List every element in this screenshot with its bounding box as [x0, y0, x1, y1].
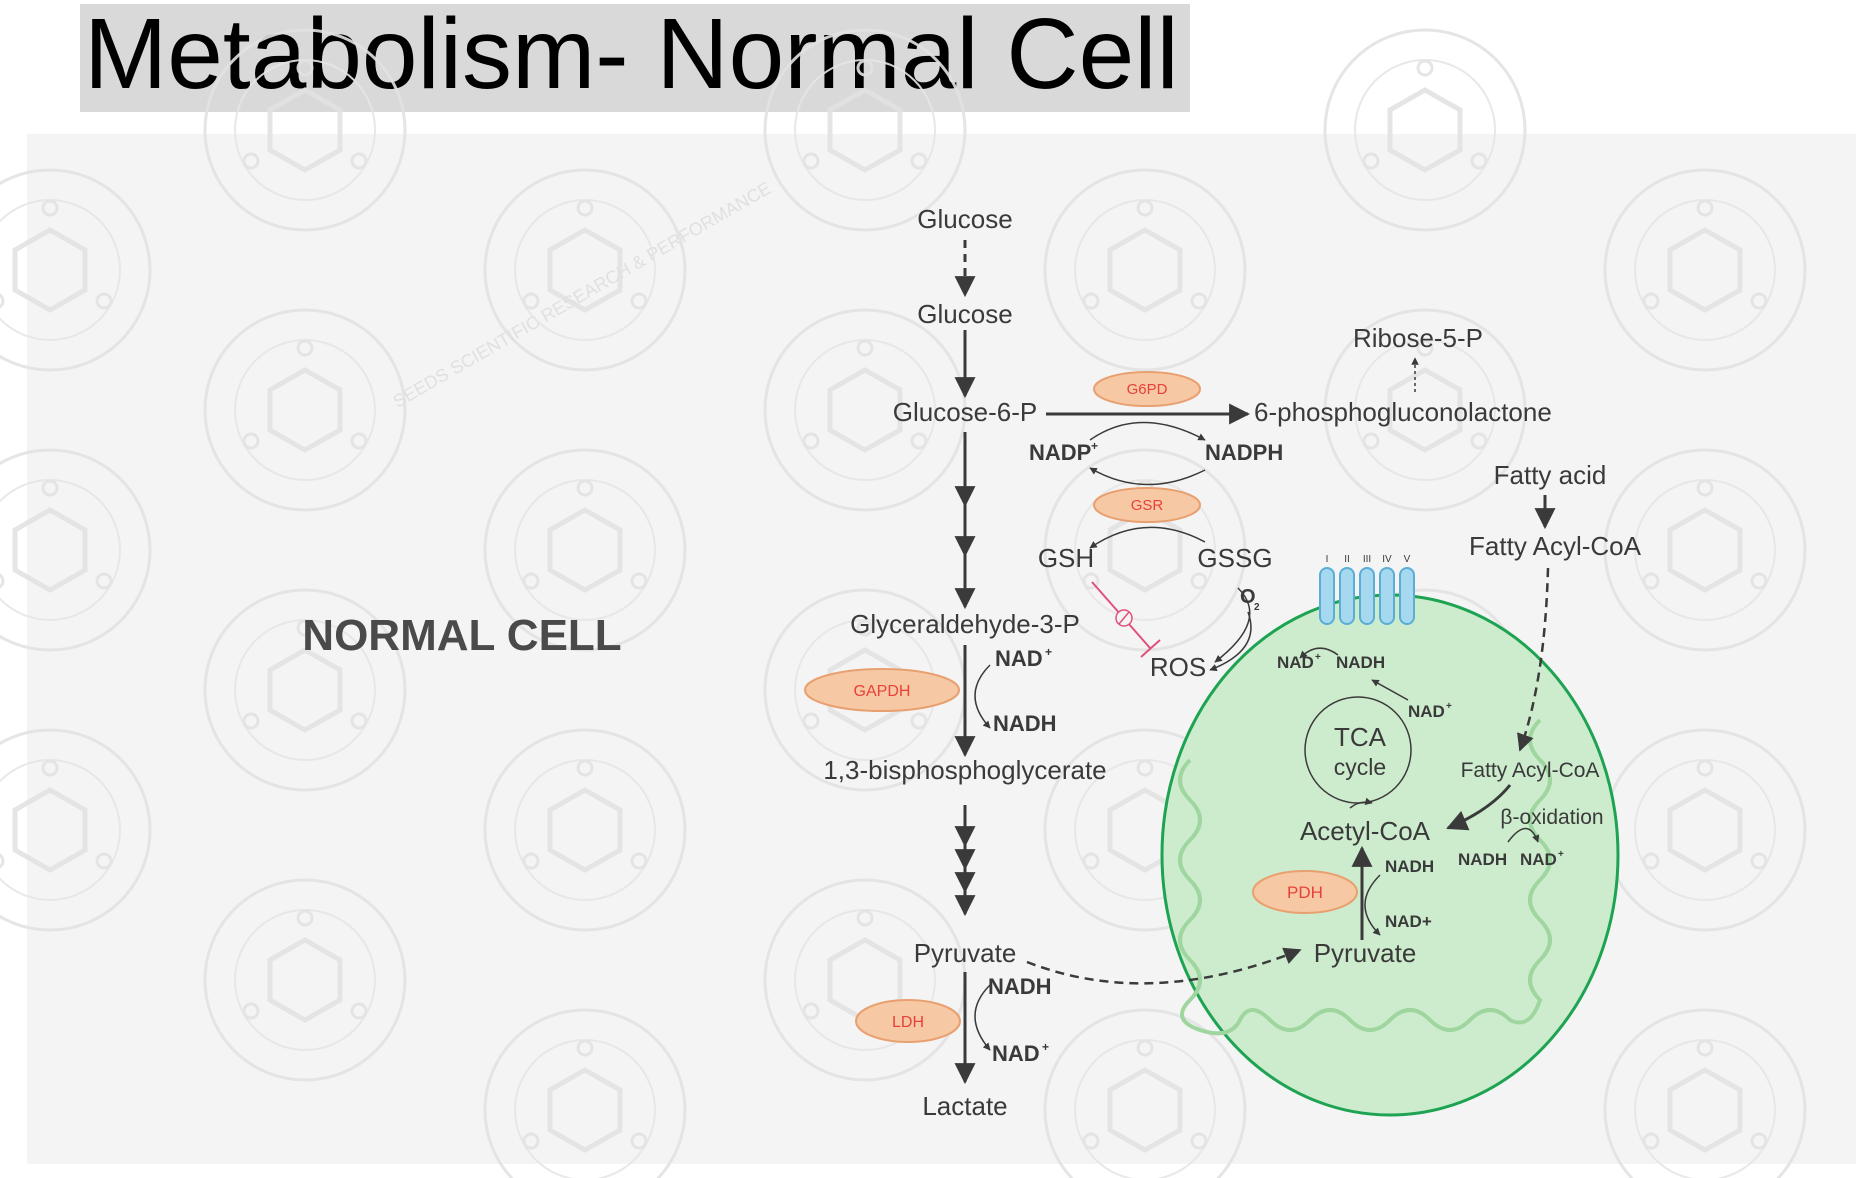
gsh: GSH [1038, 543, 1094, 573]
glucose-extracellular: Glucose [917, 204, 1012, 234]
pyruvate-mito: Pyruvate [1314, 938, 1417, 968]
tca-nad-plus-sign: + [1446, 701, 1452, 712]
nadph-label: NADPH [1205, 440, 1283, 465]
enzyme-g6pd: G6PD [1093, 371, 1201, 407]
gapdh-nad-plus: NAD [995, 646, 1043, 671]
complex-label-1: I [1326, 554, 1329, 565]
ppp-arrows [1046, 357, 1419, 663]
complex-label-2: II [1344, 554, 1350, 565]
ldh-nad-plus: NAD [992, 1041, 1040, 1066]
pdh-nad-plus: NAD+ [1385, 912, 1432, 931]
fatty-acyl-coa-mito: Fatty Acyl-CoA [1461, 759, 1600, 782]
tca-line1: TCA [1334, 722, 1387, 752]
complex-label-4: IV [1382, 554, 1392, 565]
fatty-acid: Fatty acid [1494, 460, 1607, 490]
complex-label-5: V [1404, 554, 1411, 565]
gapdh-label: GAPDH [854, 683, 911, 700]
pyruvate-cytosol: Pyruvate [914, 938, 1017, 968]
nadp-plus: + [1091, 439, 1098, 453]
normal-cell-label: NORMAL CELL [302, 611, 621, 660]
enzyme-gsr: GSR [1093, 487, 1201, 523]
bisphosphoglycerate: 1,3-bisphosphoglycerate [823, 755, 1106, 785]
tca-line2: cycle [1334, 754, 1386, 780]
acetyl-coa: Acetyl-CoA [1300, 816, 1431, 846]
pdh-label: PDH [1287, 883, 1323, 902]
tca-nad-plus: NAD [1408, 702, 1445, 721]
enzyme-ldh: LDH [855, 999, 961, 1043]
enzyme-pdh: PDH [1252, 870, 1358, 914]
beta-ox-nad-plus: NAD [1520, 850, 1557, 869]
page-title: Metabolism- Normal Cell [84, 0, 1179, 110]
complex-label-3: III [1363, 554, 1371, 565]
fatty-acyl-coa-cytosol: Fatty Acyl-CoA [1469, 531, 1642, 561]
o2-arrow [1209, 611, 1252, 672]
mito-arrows [1026, 495, 1556, 985]
enzyme-gapdh: GAPDH [804, 668, 960, 712]
gapdh-nad-plus-sign: + [1045, 645, 1052, 659]
title-background [80, 4, 1190, 112]
cofactor-arrows [974, 647, 1540, 1051]
ldh-label: LDH [892, 1014, 924, 1031]
beta-ox-nad-plus-sign: + [1558, 849, 1564, 860]
ribose-5-p: Ribose-5-P [1353, 323, 1483, 353]
etc-nad-plus-sign: + [1315, 652, 1321, 663]
gapdh-nadh: NADH [993, 711, 1057, 736]
etc-nadh: NADH [1336, 653, 1385, 672]
lactate: Lactate [922, 1091, 1007, 1121]
nadp-label: NADP [1029, 440, 1091, 465]
g6pd-label: G6PD [1127, 381, 1168, 398]
beta-oxidation: β-oxidation [1500, 806, 1603, 829]
gssg: GSSG [1197, 543, 1272, 573]
beta-ox-nadh: NADH [1458, 850, 1507, 869]
ros-inhibition [1091, 581, 1161, 658]
o2-subscript: 2 [1254, 602, 1260, 613]
glyceraldehyde-3-p: Glyceraldehyde-3-P [850, 609, 1080, 639]
ldh-nadh: NADH [988, 974, 1052, 999]
glucose-6-p: Glucose-6-P [893, 397, 1038, 427]
ros: ROS [1150, 652, 1206, 682]
6-phosphogluconolactone: 6-phosphogluconolactone [1254, 397, 1552, 427]
gsr-label: GSR [1131, 497, 1164, 514]
o2-label: O [1240, 586, 1256, 608]
ldh-nad-plus-sign: + [1042, 1040, 1049, 1054]
glucose-intracellular: Glucose [917, 299, 1012, 329]
electron-transport-complexes: I II III IV V [1319, 554, 1415, 625]
pdh-nadh: NADH [1385, 857, 1434, 876]
etc-nad-plus: NAD [1277, 653, 1314, 672]
